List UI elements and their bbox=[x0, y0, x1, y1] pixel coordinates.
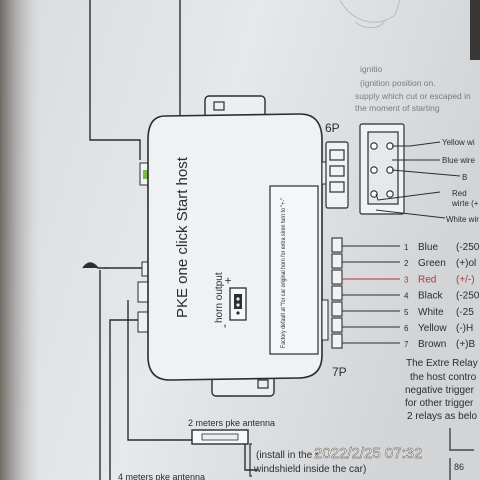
lower-left-wire bbox=[109, 319, 140, 480]
top-right-line: (ignition position on. bbox=[360, 78, 436, 88]
antenna-4m-label: 4 meters pke antenna bbox=[118, 472, 205, 480]
green-led bbox=[143, 170, 149, 179]
wire-function: (-25 bbox=[456, 307, 474, 318]
wire-terminal-icon bbox=[82, 262, 106, 269]
wire-function: (-250 bbox=[456, 291, 480, 302]
top-right-line: the moment of starting bbox=[355, 103, 440, 113]
wire-label: B bbox=[462, 173, 467, 182]
wire-color-name: Yellow bbox=[418, 323, 447, 334]
install-note-line: windshield inside the car) bbox=[253, 464, 366, 475]
wire-label: Yellow wi bbox=[442, 138, 475, 147]
relay-symbol bbox=[449, 428, 474, 480]
antenna-bottom-wire bbox=[244, 440, 258, 471]
relay-line: the host contro bbox=[410, 372, 477, 383]
relay-line: 2 relays as belo bbox=[407, 411, 477, 422]
pin-number: 1 bbox=[404, 243, 409, 252]
seven-pin-rows: 1 Blue (-250 2 Green (+)ol 3 Red (+/-) 4 Black (-25… bbox=[404, 242, 480, 350]
mounting-ear-hole bbox=[213, 101, 225, 111]
antenna-element bbox=[201, 433, 239, 441]
six-pin-contacts bbox=[370, 142, 394, 198]
wire-color-name: Blue bbox=[418, 242, 438, 253]
pin-number: 7 bbox=[404, 340, 409, 349]
date-stamp: 2022/2/25 07:32 bbox=[314, 445, 422, 462]
jumper-pin bbox=[236, 303, 240, 307]
top-right-line: supply which cut or escaped in bbox=[355, 91, 471, 101]
jumper-plus: + bbox=[221, 277, 235, 284]
jumper-pin bbox=[236, 297, 240, 301]
wire-function: (+)ol bbox=[456, 258, 476, 269]
horn-output-label: horn output bbox=[214, 272, 225, 323]
wire-label: Blue wire bbox=[442, 156, 475, 165]
inner-vertical-wire bbox=[127, 300, 200, 441]
seven-pin-wires bbox=[342, 245, 400, 344]
top-left-wire bbox=[89, 0, 141, 160]
antenna-2m-label: 2 meters pke antenna bbox=[188, 418, 275, 428]
wire-label: White wir bbox=[446, 215, 479, 224]
seven-pin-label: 7P bbox=[332, 365, 347, 379]
six-pin-wires bbox=[375, 141, 461, 219]
jumper-pin bbox=[236, 311, 240, 315]
antenna-bracket bbox=[249, 443, 252, 477]
top-right-line: ignitio bbox=[360, 64, 382, 74]
wire-color-name: White bbox=[418, 307, 444, 318]
wire-color-name: Red bbox=[418, 274, 436, 285]
relay-line: negative trigger bbox=[405, 385, 475, 396]
top-right-sketch bbox=[339, 0, 401, 29]
pin-number: 6 bbox=[404, 324, 409, 333]
pin-number: 3 bbox=[404, 275, 409, 284]
top-right-dark-corner bbox=[470, 0, 480, 60]
note-panel bbox=[269, 185, 319, 355]
left-shadow bbox=[0, 0, 40, 480]
wire-function: (-250 bbox=[456, 242, 480, 253]
mounting-ear-hole bbox=[257, 379, 269, 389]
relay-pin-label: 86 bbox=[454, 462, 464, 472]
wire-function: (+)B bbox=[456, 339, 476, 350]
wire-function: (-)H bbox=[456, 323, 473, 334]
pin-number: 4 bbox=[404, 292, 409, 301]
wire-label: wirte (+ bbox=[451, 199, 479, 208]
relay-line: The Extre Relay bbox=[406, 358, 478, 369]
six-pin-wire-labels: Yellow wi Blue wire B Red wirte (+ White… bbox=[442, 138, 479, 224]
pin-number: 5 bbox=[404, 308, 409, 317]
relay-text: The Extre Relay the host contro negative… bbox=[405, 358, 478, 422]
six-pin-label: 6P bbox=[325, 121, 340, 135]
wire-function: (+/-) bbox=[456, 274, 475, 285]
top-right-text: ignitio (ignition position on. supply wh… bbox=[355, 64, 471, 113]
wire-color-name: Green bbox=[418, 258, 446, 269]
relay-line: for other trigger bbox=[405, 398, 474, 409]
module-title: PKE one click Start host bbox=[174, 156, 191, 318]
horn-jumper-cap bbox=[234, 294, 242, 309]
seven-pin-plug bbox=[331, 237, 343, 349]
wire-color-name: Black bbox=[418, 291, 443, 302]
box-right-notch bbox=[321, 299, 329, 341]
wire-lines bbox=[89, 0, 258, 480]
antenna-install-note: (install in the r windshield inside the … bbox=[253, 450, 366, 475]
six-pin-plug bbox=[325, 141, 349, 209]
six-pin-socket bbox=[359, 123, 405, 215]
jumper-minus: - bbox=[217, 324, 231, 328]
install-note-line: (install in the r bbox=[256, 450, 319, 461]
wire-color-name: Brown bbox=[418, 339, 446, 350]
pin-number: 2 bbox=[404, 259, 409, 268]
note-text: Factory default at "for car original hor… bbox=[280, 198, 287, 348]
wire-label: Red bbox=[452, 189, 467, 198]
